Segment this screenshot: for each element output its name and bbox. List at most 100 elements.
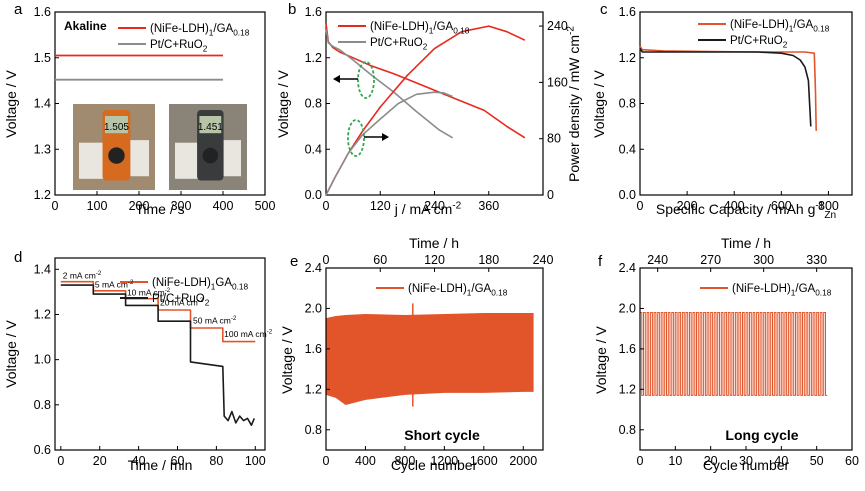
panel-a-photo-left-electrode-left [79, 142, 106, 179]
panel-e-legend-0-label: (NiFe-LDH)1/GA0.18 [408, 283, 508, 297]
panel-a-xtick-label: 400 [213, 199, 234, 213]
panel-c-ytick-label: 0.8 [619, 97, 636, 111]
panel-e-x2tick-label: 240 [533, 253, 554, 267]
panel-c-legend-0-label: (NiFe-LDH)1/GA0.18 [730, 19, 830, 33]
panel-e-note: Short cycle [404, 427, 480, 443]
panel-d-step-label: 20 mA cm-2 [160, 297, 204, 307]
panel-c-ytick-label: 0.0 [619, 188, 636, 202]
panel-b-legend-0-label: (NiFe-LDH)1/GA0.18 [370, 21, 470, 35]
panel-f-x2tick-label: 240 [647, 253, 668, 267]
panel-e-x2label: Time / h [409, 235, 459, 251]
panel-b-ytick-label: 0.0 [305, 188, 322, 202]
panel-e-ytick-label: 2.0 [305, 301, 322, 315]
panel-c-xtick-label: 400 [724, 199, 745, 213]
panel-d-step-label: 5 mA cm-2 [95, 279, 134, 289]
panel-a-xtick-label: 100 [87, 199, 108, 213]
panel-c-xtick-label: 200 [677, 199, 698, 213]
panel-c-series-0 [639, 45, 817, 131]
panel-e-letter: e [290, 253, 298, 270]
panel-e-x2tick-label: 0 [323, 253, 330, 267]
panel-f-ytick-label: 0.8 [619, 423, 636, 437]
panel-f-ytick-label: 2.4 [619, 261, 636, 275]
panel-f-x2tick-label: 300 [753, 253, 774, 267]
panel-f-series-0 [639, 312, 828, 396]
panel-a-xtick-label: 500 [255, 199, 276, 213]
panel-d-xtick-label: 60 [171, 454, 185, 468]
panel-e-ytick-label: 1.2 [305, 382, 322, 396]
panel-f-x2label: Time / h [721, 235, 771, 251]
panel-b-xlabel: j / mA cm-2 [394, 200, 462, 217]
panel-d-ytick-label: 1.4 [34, 262, 51, 276]
panel-b-arrowhead-left [333, 75, 340, 83]
panel-a-ytick-label: 1.3 [34, 142, 51, 156]
panel-f-xtick-label: 30 [739, 454, 753, 468]
panel-b-xtick-label: 120 [370, 199, 391, 213]
panel-d-xlabel: Time / min [128, 457, 193, 473]
panel-b-letter: b [288, 1, 296, 18]
panel-a-ytick-label: 1.5 [34, 51, 51, 65]
panel-b-ellipse-power [347, 119, 365, 157]
panel-b-series-3 [325, 91, 453, 196]
panel-f-ytick-label: 2.0 [619, 301, 636, 315]
panel-f-legend-0-label: (NiFe-LDH)1/GA0.18 [732, 283, 832, 297]
panel-e-ytick-label: 1.6 [305, 342, 322, 356]
panel-e-x2tick-label: 60 [373, 253, 387, 267]
panel-c-legend-1-label: Pt/C+RuO2 [730, 35, 788, 49]
panel-a-photo-right-electrode-right [219, 140, 241, 177]
panel-a-ylabel: Voltage / V [3, 69, 19, 137]
panel-f-note: Long cycle [725, 427, 798, 443]
panel-e-xlabel: Cycle number [391, 457, 478, 473]
panel-b-ytick-label: 0.8 [305, 97, 322, 111]
panel-e-x2tick-label: 120 [424, 253, 445, 267]
panel-e-xtick-label: 0 [323, 454, 330, 468]
panel-d-step-label: 10 mA cm-2 [127, 287, 171, 297]
panel-d-ytick-label: 1.0 [34, 353, 51, 367]
panel-e-ylabel: Voltage / V [279, 325, 295, 393]
panel-f-xtick-label: 10 [668, 454, 682, 468]
panel-a-photo-left-electrode-right [126, 140, 149, 177]
panel-d-step-label: 2 mA cm-2 [63, 270, 102, 280]
panel-c-ytick-label: 0.4 [619, 142, 636, 156]
panel-c-letter: c [600, 1, 608, 18]
panel-e-xtick-label: 800 [394, 454, 415, 468]
panel-b-y2tick-label: 80 [547, 132, 561, 146]
panel-a-photo-left-dial [108, 147, 125, 164]
panel-b-y2tick-label: 0 [547, 188, 554, 202]
panel-f-ytick-label: 1.2 [619, 382, 636, 396]
panel-d-ytick-label: 1.2 [34, 307, 51, 321]
panel-b-ytick-label: 1.2 [305, 51, 322, 65]
panel-a-photo-right-electrode-left [175, 142, 200, 179]
panel-f-xtick-label: 20 [704, 454, 718, 468]
panel-a-xlabel: Time / s [135, 201, 184, 217]
panel-b-y2tick-label: 240 [547, 19, 568, 33]
panel-b-legend-1-label: Pt/C+RuO2 [370, 37, 428, 51]
panel-b-ellipse-voltage [357, 61, 375, 99]
panel-d-xtick-label: 100 [245, 454, 266, 468]
panel-e-xtick-label: 400 [355, 454, 376, 468]
panel-a-legend-1-label: Pt/C+RuO2 [150, 39, 208, 53]
panel-a-ytick-label: 1.2 [34, 188, 51, 202]
panel-b-series-1 [325, 29, 454, 139]
panel-f-xlabel: Cycle number [703, 457, 790, 473]
panel-a-photo-left-reading: 1.505 [104, 122, 129, 133]
panel-d-legend-1-label: Pt/C+RuO2 [152, 293, 210, 307]
panel-b-xtick-label: 360 [478, 199, 499, 213]
panel-f-xtick-label: 40 [774, 454, 788, 468]
panel-b-ytick-label: 0.4 [305, 142, 322, 156]
panel-a-photo-right-reading: 1.451 [198, 122, 223, 133]
panel-a-letter: a [14, 1, 23, 18]
panel-b-y2label: Power density / mW cm-2 [565, 26, 582, 182]
panel-f-x2tick-label: 330 [806, 253, 827, 267]
panel-f-xtick-label: 0 [637, 454, 644, 468]
panel-f-ytick-label: 1.6 [619, 342, 636, 356]
panel-d-ylabel: Voltage / V [3, 319, 19, 387]
panel-a-photo-right: 1.451 [169, 104, 247, 190]
panel-e-series-band [325, 313, 534, 406]
panel-d-xtick-label: 20 [93, 454, 107, 468]
panel-f-xtick-label: 50 [810, 454, 824, 468]
panel-b-y2tick-label: 160 [547, 75, 568, 89]
panel-a-photo-left: 1.505 [73, 104, 155, 190]
panel-b-ytick-label: 1.6 [305, 5, 322, 19]
panel-d-xtick-label: 80 [209, 454, 223, 468]
